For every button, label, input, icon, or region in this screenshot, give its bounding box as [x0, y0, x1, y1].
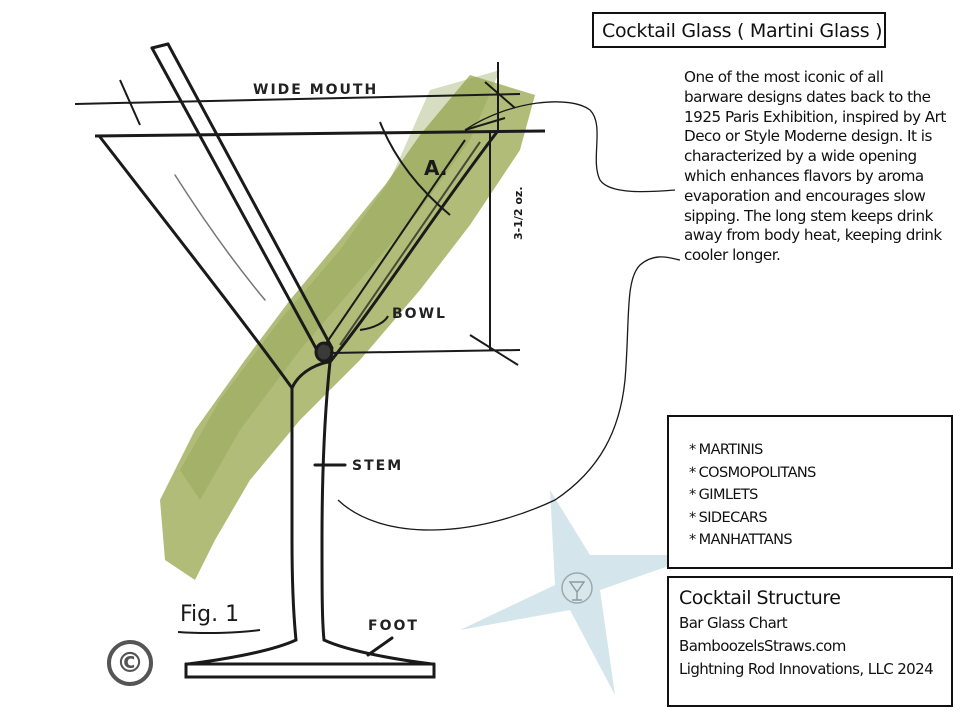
- leader-lines: [337, 101, 681, 531]
- drinks-list: *MARTINIS *COSMOPOLITANS *GIMLETS *SIDEC…: [689, 439, 951, 552]
- description-text: One of the most iconic of all barware de…: [684, 68, 946, 265]
- wide-mouth-label: WIDE MOUTH: [253, 82, 379, 98]
- stem-label: STEM: [352, 458, 404, 474]
- page-title: Cocktail Glass ( Martini Glass ): [592, 12, 886, 48]
- fig-label: Fig. 1: [180, 602, 240, 627]
- list-item: *COSMOPOLITANS: [689, 464, 816, 481]
- info-line-website: BamboozelsStraws.com: [679, 637, 846, 655]
- capacity-label: 3-1/2 oz.: [512, 186, 525, 240]
- olive-brush-streak: [180, 70, 500, 500]
- list-item: *MANHATTANS: [689, 532, 793, 549]
- glass-stem: [290, 360, 347, 642]
- fig-underline: [177, 629, 261, 635]
- list-item: *MARTINIS: [689, 442, 763, 458]
- olive-brush-wash: [160, 75, 535, 580]
- info-heading: Cocktail Structure: [679, 587, 841, 609]
- wide-mouth-dimension: [74, 62, 521, 130]
- height-dimension: [329, 132, 521, 366]
- list-item: *GIMLETS: [689, 487, 758, 504]
- bowl-pointer: [359, 315, 389, 331]
- foot-label: FOOT: [368, 618, 419, 634]
- info-line-company: Lightning Rod Innovations, LLC 2024: [679, 660, 934, 678]
- info-box: Cocktail Structure Bar Glass Chart Bambo…: [667, 576, 953, 707]
- bowl-label: BOWL: [392, 306, 447, 322]
- bowl-inner-lines: [324, 139, 481, 346]
- star-badge: [561, 572, 593, 604]
- glass-bowl: [98, 130, 499, 390]
- angle-arc: [379, 117, 506, 216]
- list-item: *SIDECARS: [689, 509, 768, 526]
- drinks-list-box: *MARTINIS *COSMOPOLITANS *GIMLETS *SIDEC…: [667, 415, 953, 569]
- rim-line: [94, 129, 546, 138]
- angle-label: A.: [424, 156, 448, 180]
- info-line-chart: Bar Glass Chart: [679, 614, 788, 632]
- copyright-icon: ©: [107, 640, 153, 686]
- glass-foot: [184, 636, 436, 679]
